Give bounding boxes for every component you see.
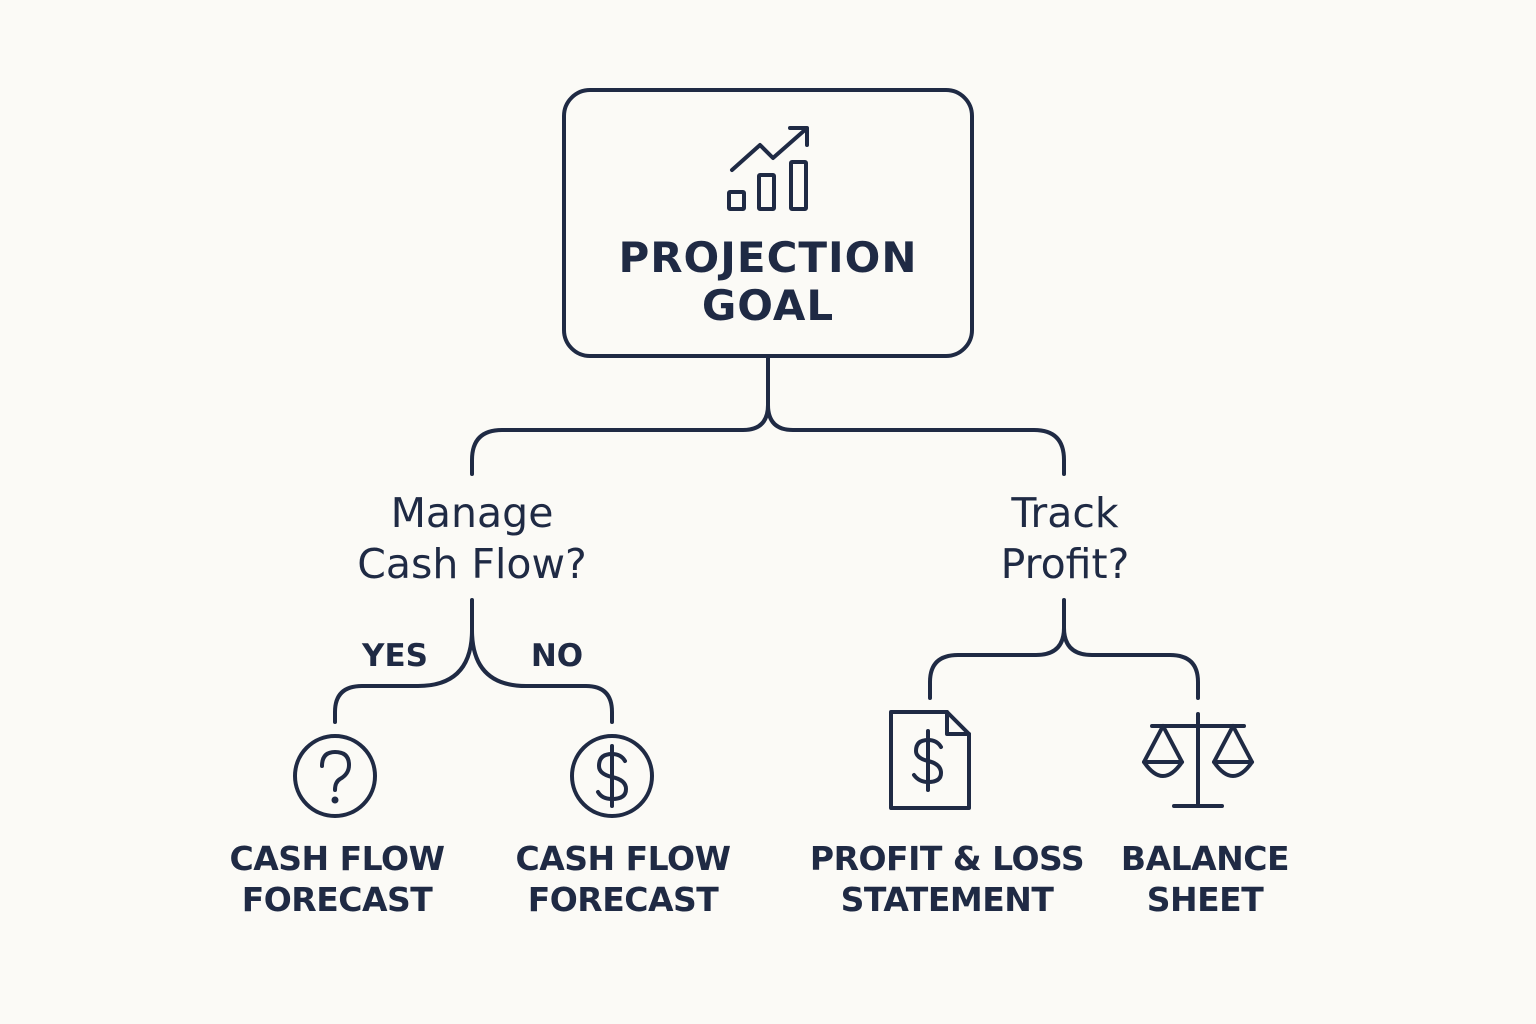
cashflow-connector: [333, 598, 614, 724]
leaf-label-line1: CASH FLOW: [229, 839, 445, 878]
question-cash-flow-line1: Manage: [390, 489, 554, 537]
root-title-line1: PROJECTION: [618, 233, 918, 282]
leaf-profit-loss-statement: PROFIT & LOSS STATEMENT: [790, 838, 1104, 920]
leaf-balance-sheet: BALANCE SHEET: [1090, 838, 1320, 920]
branch-label-no: NO: [530, 638, 584, 674]
question-profit-line1: Track: [1011, 489, 1119, 537]
growth-chart-icon: [727, 126, 809, 211]
leaf-label-line2: STATEMENT: [840, 880, 1054, 919]
balance-scale-icon: [1142, 712, 1254, 808]
question-circle-icon: [293, 734, 377, 818]
leaf-label-line1: CASH FLOW: [515, 839, 731, 878]
root-title: PROJECTION GOAL: [564, 234, 972, 330]
dollar-document-icon: [889, 710, 971, 810]
root-title-line2: GOAL: [701, 281, 835, 330]
leaf-label-line2: FORECAST: [527, 880, 719, 919]
question-cash-flow: Manage Cash Flow?: [322, 488, 622, 590]
question-profit: Track Profit?: [915, 488, 1215, 590]
leaf-label-line2: SHEET: [1146, 880, 1264, 919]
leaf-cash-flow-forecast-no: CASH FLOW FORECAST: [486, 838, 760, 920]
leaf-cash-flow-forecast-yes: CASH FLOW FORECAST: [200, 838, 474, 920]
leaf-label-line1: PROFIT & LOSS: [809, 839, 1085, 878]
question-cash-flow-line2: Cash Flow?: [357, 540, 587, 588]
question-profit-line2: Profit?: [1000, 540, 1130, 588]
branch-label-yes: YES: [362, 638, 428, 674]
profit-connector: [928, 598, 1200, 700]
leaf-label-line1: BALANCE: [1120, 839, 1290, 878]
leaf-label-line2: FORECAST: [241, 880, 433, 919]
dollar-circle-icon: [570, 734, 654, 818]
root-connector: [470, 356, 1066, 476]
